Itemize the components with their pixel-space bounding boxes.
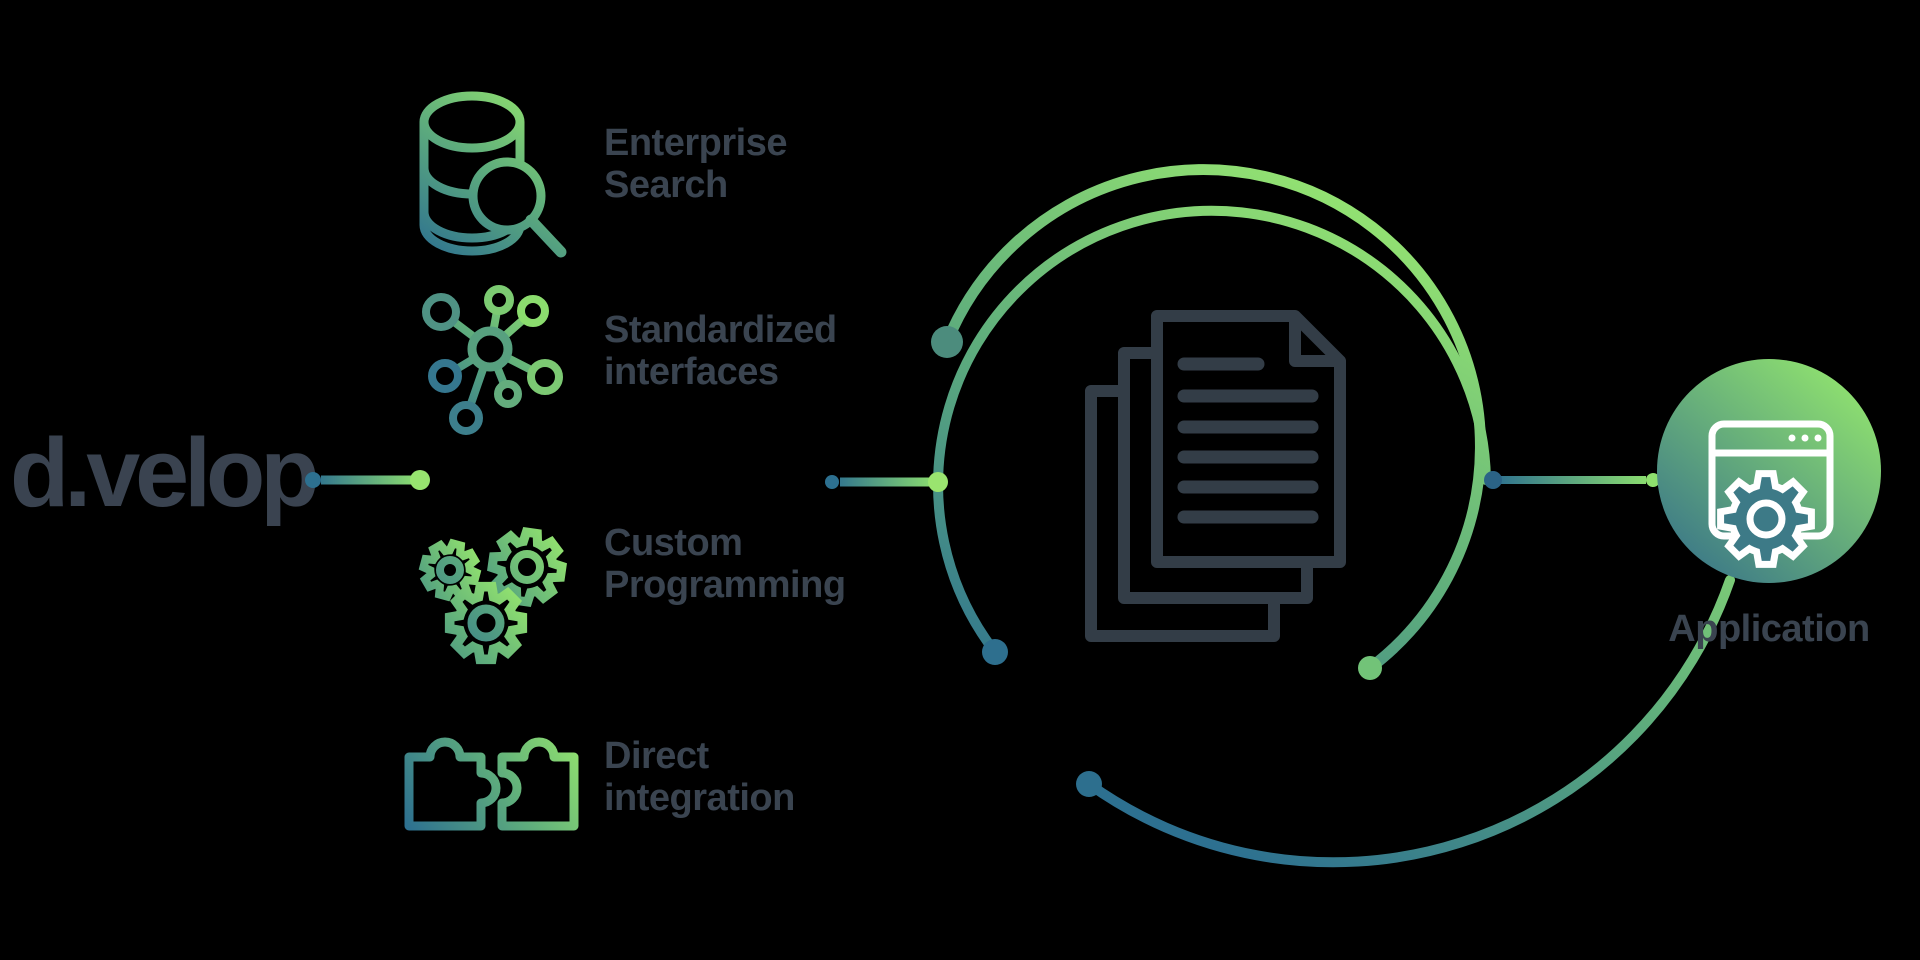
connector-logo-line bbox=[305, 470, 430, 490]
capability-label-custom-programming: Custom Programming bbox=[604, 522, 846, 606]
label-line: interfaces bbox=[604, 351, 779, 393]
application-label: Application bbox=[1668, 608, 1870, 650]
label-line: Custom bbox=[604, 522, 743, 564]
application-bubble bbox=[1657, 359, 1881, 583]
network-hub-icon bbox=[422, 285, 563, 435]
gears-icon bbox=[418, 528, 566, 659]
app-window-gear-icon bbox=[1708, 420, 1834, 564]
label-line: Programming bbox=[604, 564, 846, 606]
connector-sources-line bbox=[825, 475, 930, 489]
capability-label-direct-integration: Direct integration bbox=[604, 735, 795, 819]
brand-logo: d.velop bbox=[10, 418, 320, 527]
integration-ring-arcs bbox=[928, 164, 1735, 868]
database-search-icon bbox=[419, 91, 567, 258]
capability-label-standardized-interfaces: Standardized interfaces bbox=[604, 309, 837, 393]
label-line: Standardized bbox=[604, 309, 837, 351]
connector-application-line bbox=[1484, 471, 1660, 489]
document-stack-icon bbox=[1085, 310, 1346, 642]
label-line: Search bbox=[604, 164, 728, 206]
label-line: integration bbox=[604, 777, 795, 819]
capability-label-enterprise-search: Enterprise Search bbox=[604, 122, 787, 206]
label-line: Direct bbox=[604, 735, 709, 777]
puzzle-pieces-icon bbox=[404, 737, 579, 831]
label-line: Enterprise bbox=[604, 122, 787, 164]
